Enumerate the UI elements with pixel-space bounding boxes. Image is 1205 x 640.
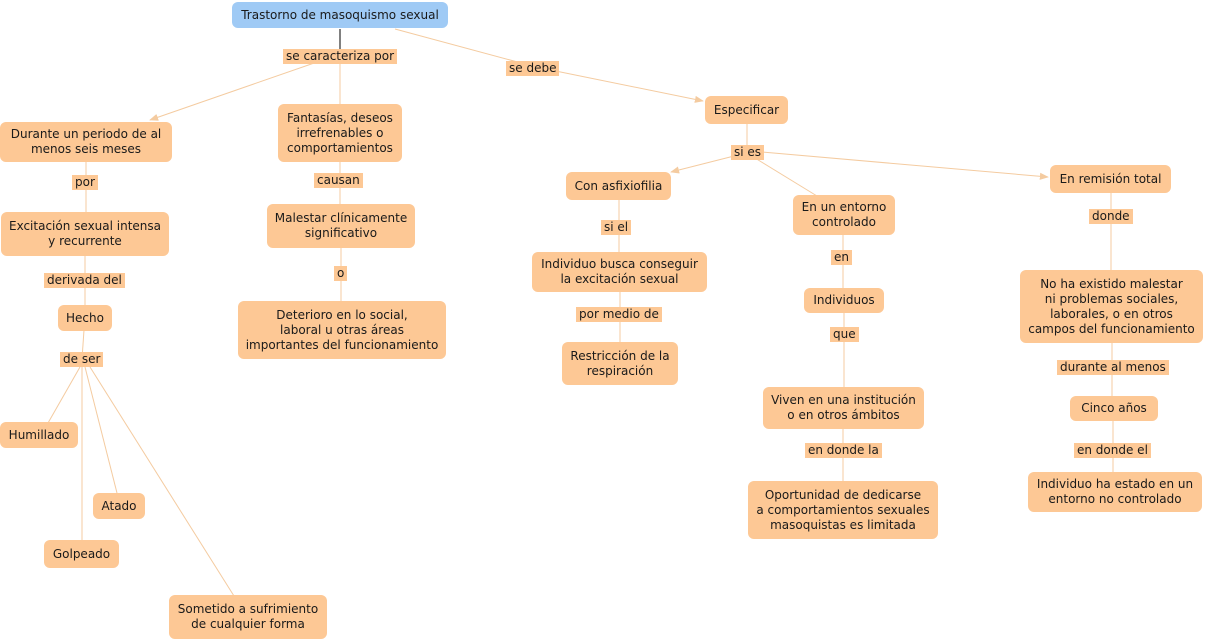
link-sies-remision xyxy=(761,151,1049,180)
concept-sometido[interactable]: Sometido a sufrimiento de cualquier form… xyxy=(169,595,327,639)
link-label-de-ser: de ser xyxy=(60,352,104,367)
link-label-se-caracteriza: se caracteriza por xyxy=(283,49,397,64)
concept-fantasias[interactable]: Fantasías, deseos irrefrenables o compor… xyxy=(278,104,402,162)
concept-malestar[interactable]: Malestar clínicamente significativo xyxy=(267,204,415,248)
concept-no-malestar[interactable]: No ha existido malestar ni problemas soc… xyxy=(1020,270,1203,343)
link-label-donde: donde xyxy=(1089,209,1133,224)
link-root-durante xyxy=(149,60,321,121)
link-sies-entorno xyxy=(754,157,818,197)
concept-golpeado[interactable]: Golpeado xyxy=(44,540,119,568)
link-sies-asfixiofilia xyxy=(670,154,739,174)
link-label-si-es: si es xyxy=(731,145,765,160)
link-label-derivada: derivada del xyxy=(44,273,125,288)
concept-especificar[interactable]: Especificar xyxy=(705,96,788,124)
link-label-causan: causan xyxy=(314,173,363,188)
link-deser-atado xyxy=(84,366,118,494)
concept-hecho[interactable]: Hecho xyxy=(58,305,112,331)
link-label-si-el: si el xyxy=(601,220,632,235)
concept-viven[interactable]: Viven en una institución o en otros ámbi… xyxy=(763,387,924,429)
link-label-en-donde-la: en donde la xyxy=(805,443,882,458)
concept-individuos[interactable]: Individuos xyxy=(804,288,884,313)
concept-remision[interactable]: En remisión total xyxy=(1050,165,1171,193)
link-label-en: en xyxy=(831,250,852,265)
concept-individuo-estado[interactable]: Individuo ha estado en un entorno no con… xyxy=(1028,472,1202,512)
link-deser-humillado xyxy=(47,366,81,424)
concept-atado[interactable]: Atado xyxy=(93,493,145,519)
concept-oportunidad[interactable]: Oportunidad de dedicarse a comportamient… xyxy=(748,481,938,539)
concept-entorno[interactable]: En un entorno controlado xyxy=(793,195,895,235)
link-sedebe-especificar xyxy=(535,66,704,103)
concept-humillado[interactable]: Humillado xyxy=(0,422,78,448)
concept-cinco[interactable]: Cinco años xyxy=(1070,396,1158,421)
link-label-que: que xyxy=(830,327,859,342)
concept-deterioro[interactable]: Deterioro en lo social, laboral u otras … xyxy=(238,301,446,359)
link-label-durante-menos: durante al menos xyxy=(1057,360,1169,375)
link-label-se-debe: se debe xyxy=(506,61,560,76)
link-deser-sometido xyxy=(89,366,235,597)
concept-individuo-busca[interactable]: Individuo busca conseguir la excitación … xyxy=(532,252,707,292)
link-label-o: o xyxy=(334,266,348,281)
concept-durante[interactable]: Durante un periodo de al menos seis mese… xyxy=(0,122,172,162)
link-label-por: por xyxy=(72,175,98,190)
concept-root[interactable]: Trastorno de masoquismo sexual xyxy=(232,2,448,28)
concept-restriccion[interactable]: Restricción de la respiración xyxy=(562,342,678,385)
concept-asfixiofilia[interactable]: Con asfixiofilia xyxy=(566,172,671,200)
link-label-por-medio: por medio de xyxy=(576,307,662,322)
concept-excitacion[interactable]: Excitación sexual intensa y recurrente xyxy=(1,212,169,256)
link-root-sedebe xyxy=(394,28,537,68)
link-label-en-donde-el: en donde el xyxy=(1074,443,1151,458)
